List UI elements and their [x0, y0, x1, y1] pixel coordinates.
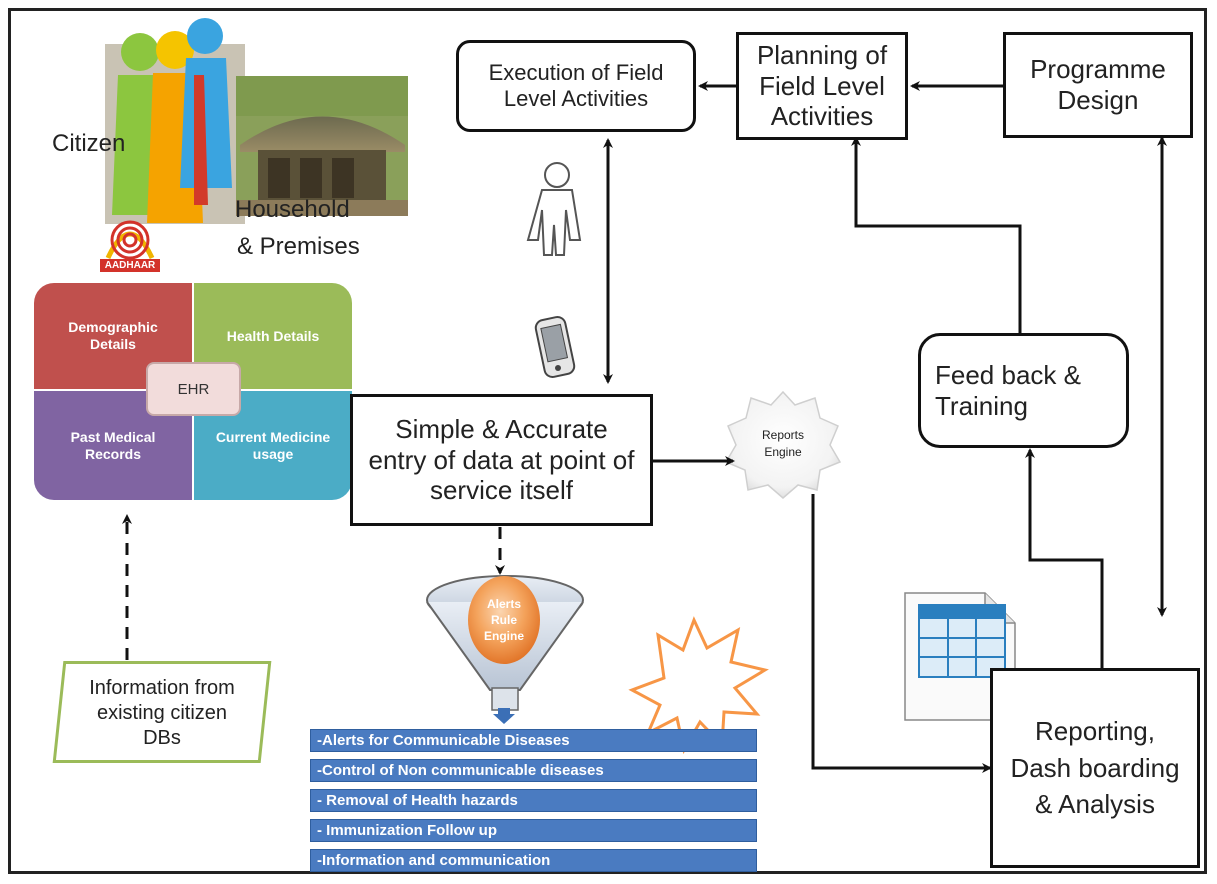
reports-engine-gear-icon [724, 390, 842, 499]
reports-engine-label: Reports Engine [761, 428, 805, 459]
information-label: Information from existing citizen DBs [89, 676, 235, 749]
aadhaar-logo [100, 220, 160, 272]
alert-item: - Immunization Follow up [310, 819, 757, 842]
spreadsheet-document-icon [904, 592, 1016, 721]
alert-item: - Removal of Health hazards [310, 789, 757, 812]
aadhaar-label: AADHAAR [104, 260, 156, 271]
dashed-connectors [122, 138, 613, 660]
feedback-box: Feed back & Training [918, 333, 1129, 448]
alert-burst-shape [628, 616, 769, 755]
planning-box: Planning of Field Level Activities [736, 32, 908, 140]
alert-item: -Information and communication [310, 849, 757, 872]
alerts-funnel-icon [426, 575, 584, 724]
field-worker-person-icon [526, 162, 582, 256]
connector-arrows [653, 81, 1167, 773]
citizen-label: Citizen [52, 130, 126, 157]
alerts-engine-label: Alerts Rule Engine [483, 597, 524, 644]
mobile-device-icon [534, 316, 576, 378]
premises-label: & Premises [237, 233, 360, 260]
diagram-border [8, 8, 1207, 874]
programme-box: Programme Design [1003, 32, 1193, 138]
household-label: Household [235, 196, 350, 223]
ehr-center-label: EHR [146, 362, 241, 416]
alert-item: -Alerts for Communicable Diseases [310, 729, 757, 752]
citizen-people-icon [105, 18, 245, 224]
alert-item: -Control of Non communicable diseases [310, 759, 757, 782]
data-entry-box: Simple & Accurate entry of data at point… [350, 394, 653, 526]
household-hut-image [236, 76, 408, 216]
reporting-box: Reporting, Dash boarding & Analysis [990, 668, 1200, 868]
execution-box: Execution of Field Level Activities [456, 40, 696, 132]
